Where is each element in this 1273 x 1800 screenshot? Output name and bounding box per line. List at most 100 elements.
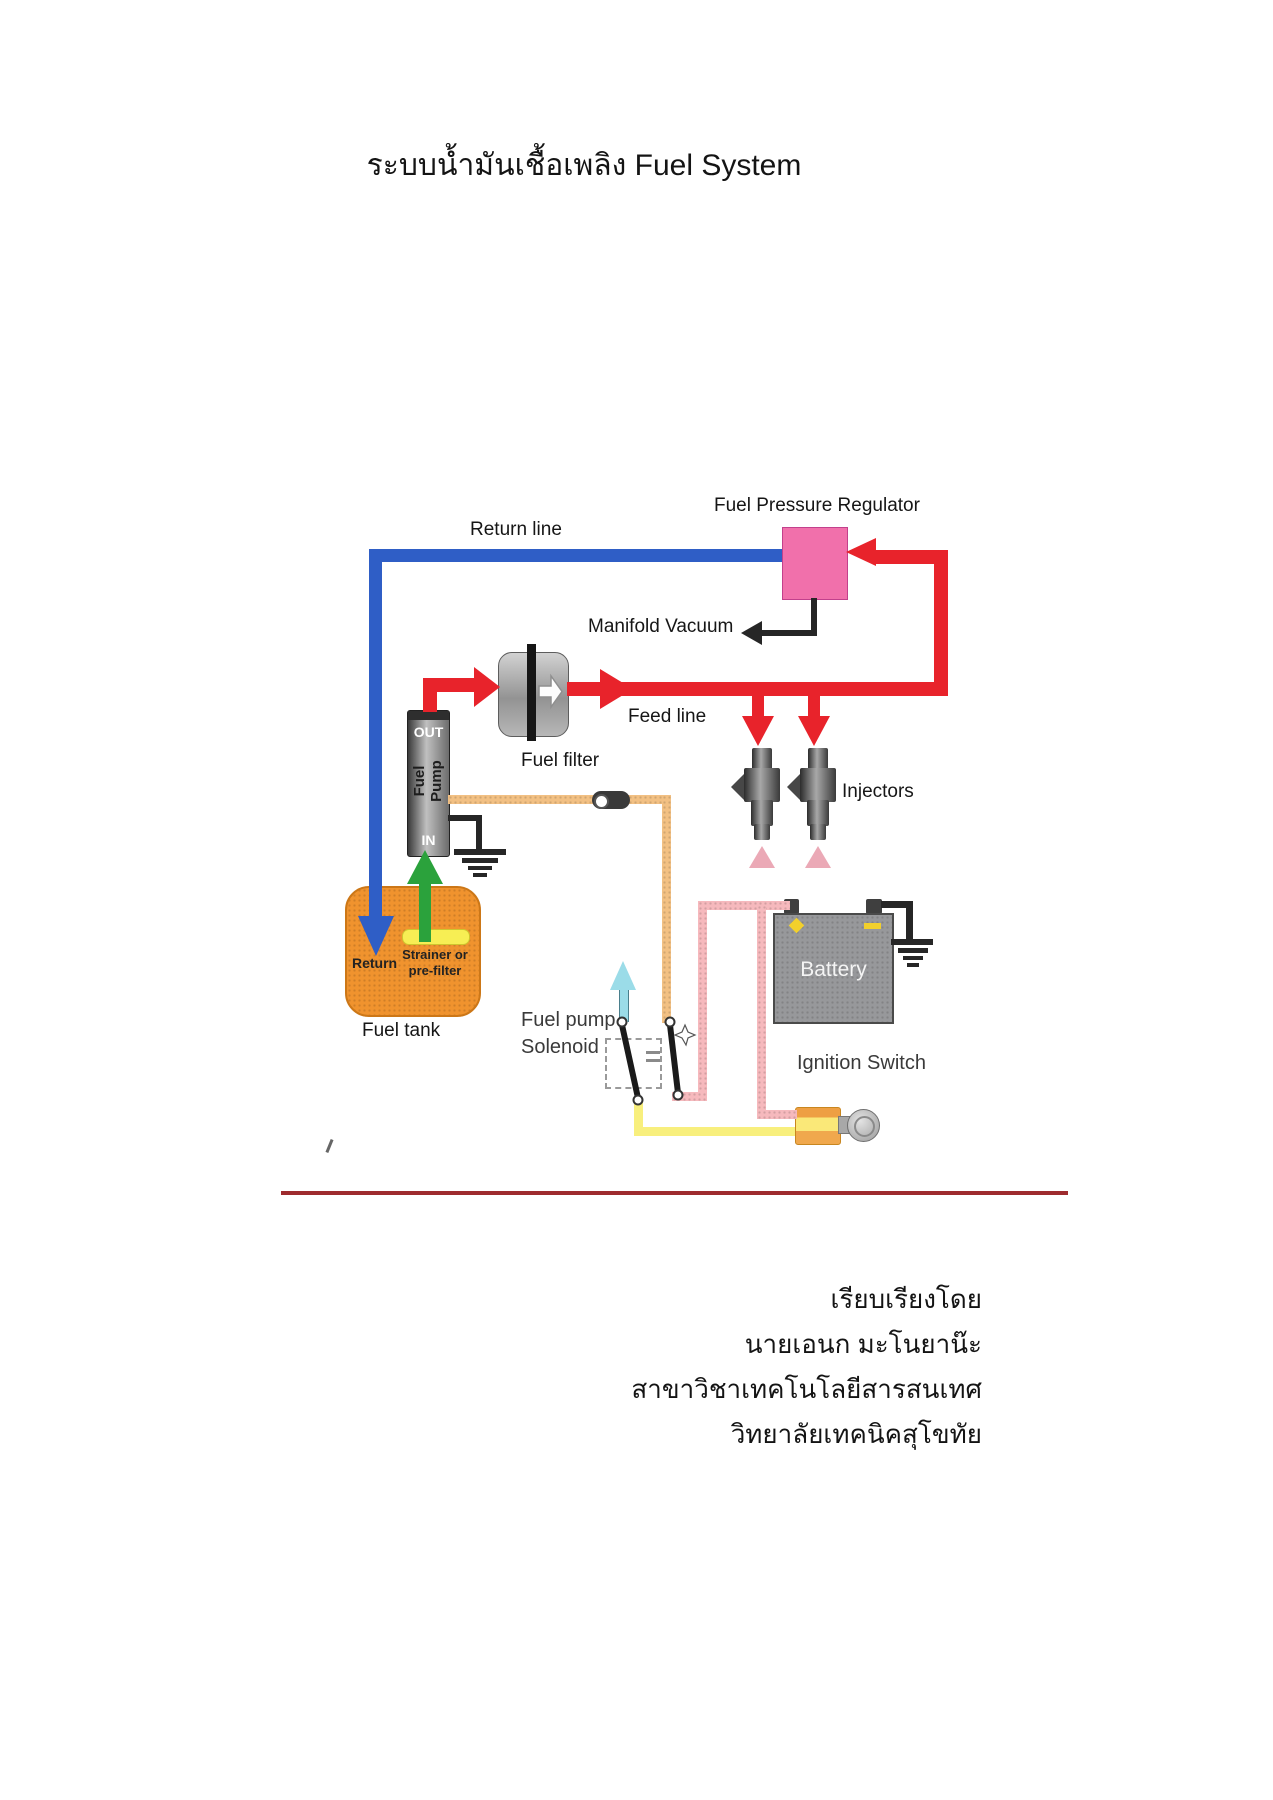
key-head-inner <box>854 1116 875 1137</box>
pump-power-wire-horizontal <box>448 795 670 804</box>
solenoid-label-line2: Solenoid <box>521 1036 599 1058</box>
tank-return-label: Return <box>352 955 398 971</box>
solenoid-label-line1: Fuel pump <box>521 1009 616 1031</box>
to-pump-arrow-shaft <box>619 989 629 1022</box>
ground-icon <box>462 858 498 863</box>
injector-body <box>800 768 836 802</box>
regulator-inlet-arrow <box>846 538 876 566</box>
to-pump-arrow <box>610 961 636 990</box>
battery-wire-to-solenoid <box>698 901 707 1097</box>
vacuum-wire-horizontal <box>762 630 817 636</box>
injector-arrow-left <box>742 716 774 746</box>
label-manifold-vacuum: Manifold Vacuum <box>588 616 734 637</box>
feed-line-pipe <box>567 682 948 696</box>
battery-ground-wire-h <box>881 901 913 908</box>
injector-lower <box>807 800 829 826</box>
injector-top <box>808 748 828 770</box>
solenoid-contacts <box>616 1016 697 1106</box>
label-return-line: Return line <box>470 519 562 540</box>
battery-negative-mark <box>864 923 881 929</box>
fuel-pump: OUT Fuel Pump IN <box>407 710 450 857</box>
vacuum-wire-vertical <box>811 598 817 634</box>
ground-icon <box>898 948 928 953</box>
pump-power-wire-vertical <box>662 795 671 1023</box>
strainer-line1: Strainer or <box>402 947 468 962</box>
injector-right <box>787 748 836 872</box>
credit-line-1: เรียบเรียงโดย <box>830 1284 982 1314</box>
injector-drop-pipe-right <box>808 694 820 718</box>
injector-drop-pipe-left <box>752 694 764 718</box>
ground-icon <box>473 873 487 877</box>
feed-riser-pipe <box>934 550 948 696</box>
pump-out-label: OUT <box>413 724 444 740</box>
solenoid-coil-mark <box>646 1059 660 1062</box>
label-fuel-pressure-regulator: Fuel Pressure Regulator <box>714 495 920 516</box>
pump-name-label: Fuel Pump <box>411 746 447 816</box>
ground-icon <box>891 939 933 945</box>
pump-in-label: IN <box>421 832 436 848</box>
label-feed-line: Feed line <box>628 706 707 727</box>
tank-strainer-label: Strainer or pre-filter <box>396 947 474 979</box>
pump-cap <box>408 711 449 720</box>
credit-line-4: วิทยาลัยเทคนิคสุโขทัย <box>730 1419 982 1449</box>
ground-icon <box>903 956 923 960</box>
filter-flow-arrow-icon <box>538 673 563 710</box>
ignition-wire-vertical <box>634 1100 643 1133</box>
ignition-switch <box>795 1107 841 1145</box>
feed-line-arrow <box>600 669 633 709</box>
ground-icon <box>468 866 492 870</box>
ignition-wire-horizontal <box>634 1127 795 1136</box>
battery-terminal-negative <box>866 899 882 914</box>
separator-line <box>281 1191 1068 1195</box>
credits-block: เรียบเรียงโดย นายเอนก มะโนยาน๊ะ สาขาวิชา… <box>631 1277 982 1457</box>
battery-wire-to-ignition <box>757 905 766 1115</box>
return-line-pipe-horizontal <box>369 549 782 562</box>
injector-left <box>731 748 780 872</box>
injector-tip <box>754 824 770 840</box>
return-arrow <box>358 916 394 956</box>
strainer-bar <box>402 929 470 945</box>
battery-wire-horizontal <box>698 901 790 910</box>
credit-line-3: สาขาวิชาเทคโนโลยีสารสนเทศ <box>631 1374 982 1404</box>
battery-wire-to-ignition-end <box>757 1110 797 1119</box>
label-injectors: Injectors <box>842 781 914 802</box>
fuel-pressure-regulator <box>782 527 848 600</box>
pump-ground-wire-h <box>448 815 482 821</box>
battery-ground-wire-v <box>906 901 913 941</box>
filter-band <box>527 644 536 741</box>
pump-name-line2: Pump <box>428 760 445 802</box>
regulator-inlet-pipe <box>876 550 948 564</box>
spark-icon <box>673 1023 697 1047</box>
label-fuel-filter: Fuel filter <box>521 750 600 771</box>
injector-spray <box>749 846 775 868</box>
wire-connector-ring <box>594 794 609 809</box>
scan-artifact <box>325 1138 334 1154</box>
ground-icon <box>907 963 919 967</box>
battery: Battery <box>773 913 894 1024</box>
injector-lower <box>751 800 773 826</box>
pump-name-line1: Fuel <box>411 765 428 797</box>
pump-ground-wire-v <box>476 815 482 851</box>
injector-top <box>752 748 772 770</box>
injector-arrow-right <box>798 716 830 746</box>
battery-wire-to-solenoid-end <box>672 1092 707 1101</box>
pump-outlet-pipe-horizontal <box>423 678 476 692</box>
injector-body <box>744 768 780 802</box>
battery-label: Battery <box>800 958 867 981</box>
label-fuel-pump-solenoid: Fuel pump Solenoid <box>521 1007 616 1061</box>
suction-arrow-shaft <box>419 884 431 942</box>
page-title: ระบบน้ำมันเชื้อเพลิง Fuel System <box>366 149 802 182</box>
fuel-tank <box>345 886 481 1017</box>
credit-line-2: นายเอนก มะโนยาน๊ะ <box>744 1329 982 1359</box>
suction-arrow <box>407 850 443 884</box>
label-fuel-tank: Fuel tank <box>362 1020 441 1041</box>
filter-inlet-arrow <box>474 667 500 707</box>
label-ignition-switch: Ignition Switch <box>797 1052 926 1074</box>
vacuum-arrow <box>741 621 762 645</box>
injector-nub <box>787 774 800 800</box>
ground-icon <box>454 849 506 855</box>
injector-nub <box>731 774 744 800</box>
strainer-line2: pre-filter <box>408 963 462 978</box>
injector-tip <box>810 824 826 840</box>
